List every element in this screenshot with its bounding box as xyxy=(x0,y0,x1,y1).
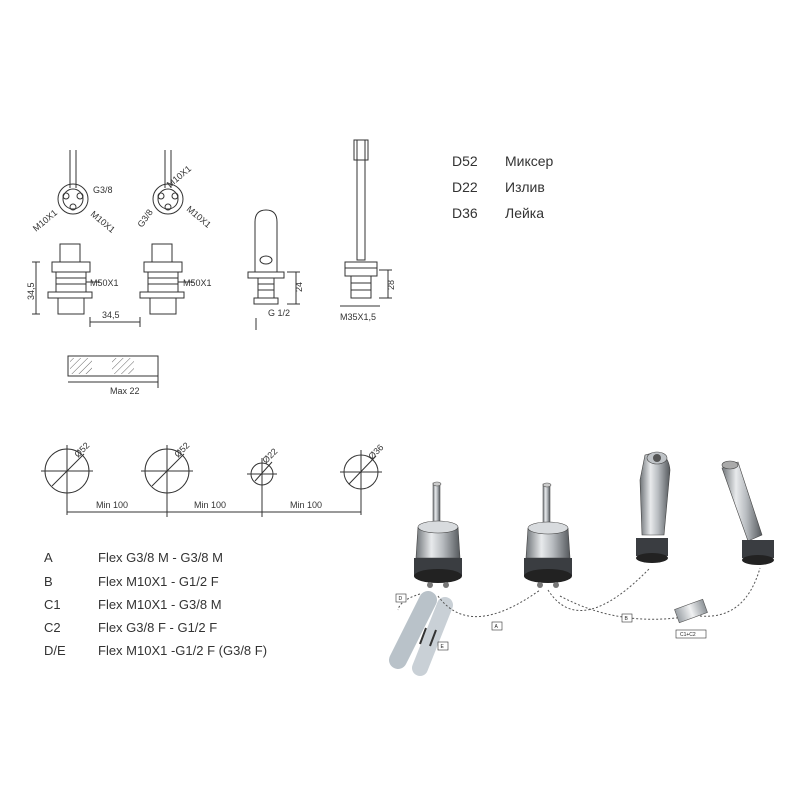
dim-m50-b: M50X1 xyxy=(183,278,212,288)
supply-pipes xyxy=(389,591,453,676)
legend-name-mixer: Миксер xyxy=(505,153,554,169)
mixer-1-product xyxy=(414,481,462,588)
dim-d36: Ø36 xyxy=(366,442,385,461)
adapter-c1-c2 xyxy=(674,598,708,624)
dim-d52-a: Ø52 xyxy=(72,440,91,459)
dim-min-100-2: Min 100 xyxy=(194,500,226,510)
technical-drawing xyxy=(32,139,392,517)
connection-legend: A Flex G3/8 M - G3/8 M B Flex M10X1 - G1… xyxy=(44,550,267,658)
legend-code-mixer: D52 xyxy=(452,153,478,169)
dim-max-22: Max 22 xyxy=(110,386,140,396)
mixer-1-top-view xyxy=(57,150,89,215)
dim-g38-1: G3/8 xyxy=(93,185,113,195)
mixer-2-side-view xyxy=(89,243,194,327)
dimension-labels: G3/8 M10X1 M10X1 M10X1 G3/8 M10X1 34,5 M… xyxy=(26,164,396,510)
conn-desc-b: Flex M10X1 - G1/2 F xyxy=(98,574,219,589)
conn-desc-a: Flex G3/8 M - G3/8 M xyxy=(98,550,223,565)
mixer-1-side-view xyxy=(32,243,100,315)
dim-m10-1a: M10X1 xyxy=(31,208,59,234)
conn-code-de: D/E xyxy=(44,643,66,658)
dim-d52-b: Ø52 xyxy=(172,440,191,459)
conn-code-c1: C1 xyxy=(44,597,61,612)
dim-g38-2: G3/8 xyxy=(135,207,154,229)
connection-tags: A B C1+C2 D E xyxy=(395,593,707,651)
dim-m10-2a: M10X1 xyxy=(165,164,193,190)
tag-c: C1+C2 xyxy=(680,632,696,638)
mounting-holes xyxy=(41,445,382,517)
conn-code-c2: C2 xyxy=(44,620,61,635)
tag-a: A xyxy=(495,624,499,630)
dim-min-100-3: Min 100 xyxy=(290,500,322,510)
installation-illustration: A B C1+C2 D E xyxy=(389,451,774,676)
dim-m50-a: M50X1 xyxy=(90,278,119,288)
tag-d: D xyxy=(399,596,403,602)
dim-m10-1b: M10X1 xyxy=(89,209,117,235)
dim-d22: Ø22 xyxy=(260,446,279,465)
component-legend: D52 Миксер D22 Излив D36 Лейка xyxy=(452,153,554,221)
dim-height-34-5: 34,5 xyxy=(26,282,36,300)
dim-width-34-5: 34,5 xyxy=(102,310,120,320)
max-thickness-plate xyxy=(67,355,159,388)
legend-name-shower: Лейка xyxy=(505,205,544,221)
dim-g12: G 1/2 xyxy=(268,308,290,318)
conn-desc-c1: Flex M10X1 - G3/8 M xyxy=(98,597,222,612)
conn-desc-c2: Flex G3/8 F - G1/2 F xyxy=(98,620,217,635)
hand-shower-side-view xyxy=(340,139,392,307)
conn-code-a: A xyxy=(44,550,53,565)
dim-min-100-1: Min 100 xyxy=(96,500,128,510)
dim-m35: M35X1,5 xyxy=(340,312,376,322)
legend-name-spout: Излив xyxy=(505,179,545,195)
hand-shower-product xyxy=(721,460,774,565)
conn-code-b: B xyxy=(44,574,53,589)
spout-product xyxy=(636,451,671,563)
conn-desc-de: Flex M10X1 -G1/2 F (G3/8 F) xyxy=(98,643,267,658)
dim-m10-2b: M10X1 xyxy=(185,204,213,230)
spout-side-view xyxy=(247,209,300,330)
tag-b: B xyxy=(625,616,629,622)
dim-height-28: 28 xyxy=(386,280,396,290)
tag-e: E xyxy=(441,644,445,650)
mixer-2-top-view xyxy=(152,150,184,215)
legend-code-shower: D36 xyxy=(452,205,478,221)
mixer-2-product xyxy=(524,482,572,588)
dim-height-24: 24 xyxy=(294,282,304,292)
legend-code-spout: D22 xyxy=(452,179,478,195)
